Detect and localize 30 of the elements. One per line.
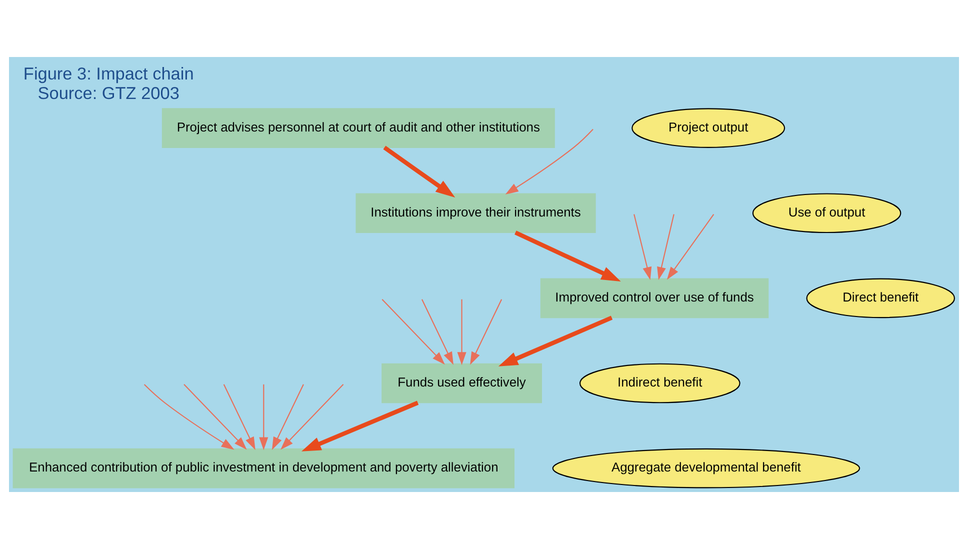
node-box: Funds used effectively	[382, 362, 542, 403]
arrow	[259, 384, 268, 450]
arrow	[505, 128, 594, 194]
arrow	[280, 384, 344, 450]
node-box: Improved control over use of funds	[540, 278, 769, 318]
node-ellipse: Direct benefit	[806, 278, 956, 318]
arrow	[144, 384, 234, 450]
arrow	[470, 298, 502, 364]
arrow	[223, 384, 256, 450]
node-ellipse: Use of output	[752, 192, 902, 233]
caption: Source: GTZ 2003	[38, 82, 180, 102]
arrow	[421, 298, 454, 364]
node-box: Enhanced contribution of public investment in development and poverty alleviation	[12, 448, 515, 488]
arrow	[457, 298, 466, 365]
node-box: Project advises personnel at court of audit and other institutions	[162, 108, 555, 148]
arrow	[666, 213, 714, 280]
arrow	[272, 384, 304, 450]
arrow	[514, 230, 621, 281]
arrow	[657, 214, 674, 280]
arrow	[184, 384, 247, 450]
arrow	[634, 214, 652, 280]
node-ellipse: Project output	[632, 108, 786, 148]
arrow	[498, 315, 613, 366]
node-ellipse: Indirect benefit	[579, 362, 740, 403]
arrow	[383, 145, 456, 197]
node-box: Institutions improve their instruments	[356, 192, 596, 233]
node-ellipse: Aggregate developmental benefit	[552, 448, 860, 488]
diagram-title: Figure 3: Impact chain	[23, 62, 194, 83]
arrow	[301, 400, 419, 451]
arrow	[382, 298, 445, 364]
